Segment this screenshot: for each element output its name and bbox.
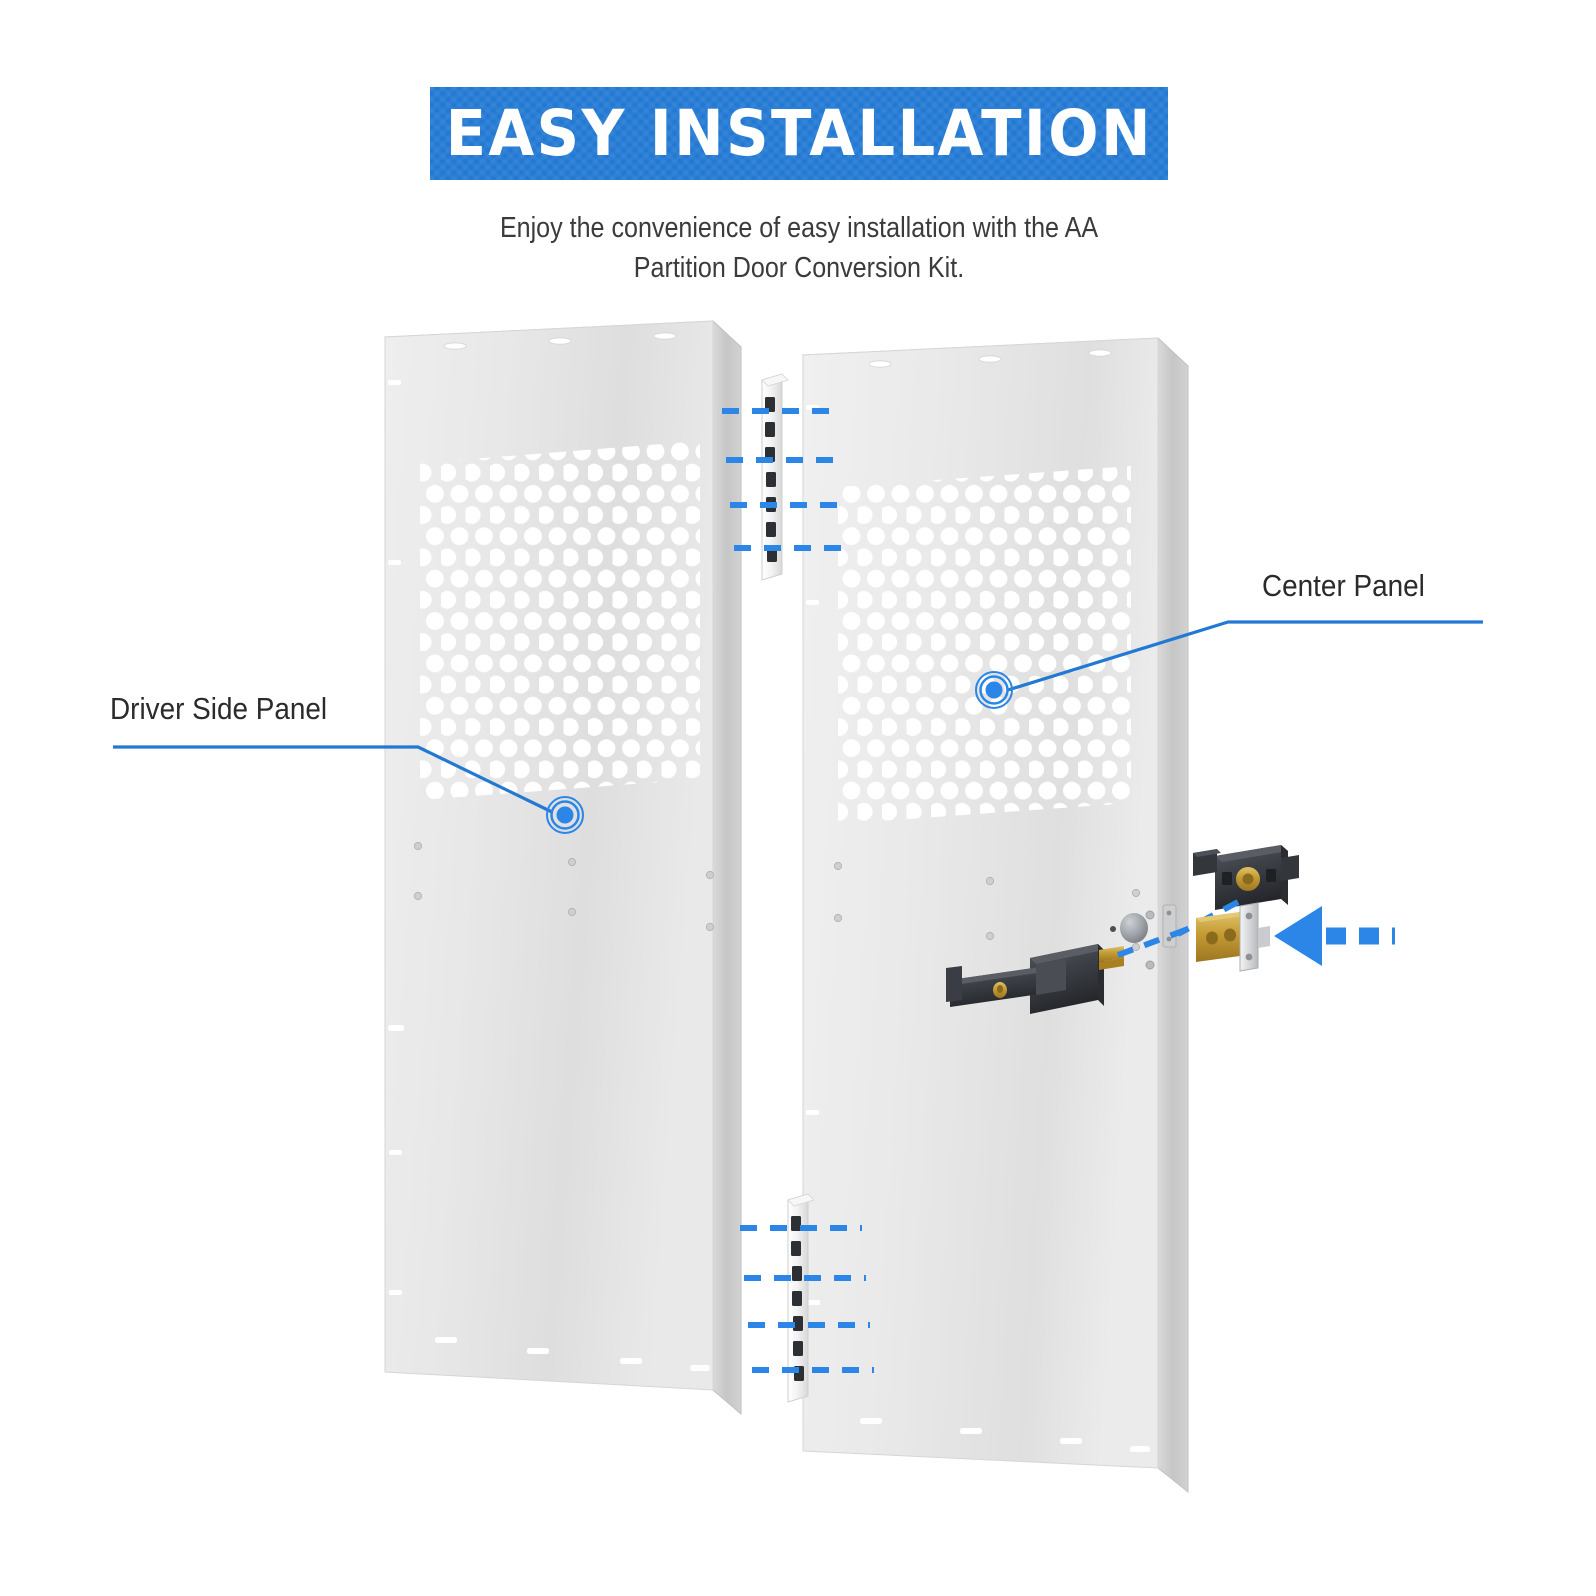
center-panel-edge-slots — [806, 405, 820, 1305]
upper-hinge-alignment-arrows — [722, 408, 848, 551]
latch-bolt — [1196, 902, 1270, 972]
upper-hinge — [761, 373, 789, 581]
callout-label-center-panel: Center Panel — [1262, 568, 1425, 603]
driver-side-panel-callout-leader — [113, 745, 553, 814]
lever-handle — [946, 944, 1124, 1014]
subtitle-text: Enjoy the convenience of easy installati… — [499, 212, 1099, 285]
page-title: EASY INSTALLATION — [445, 97, 1153, 170]
lower-hinge-alignment-arrows — [740, 1225, 874, 1373]
center-panel-perforations — [838, 466, 1131, 824]
center-panel-callout-leader — [1007, 620, 1483, 692]
center-panel-latch-pocket — [1162, 904, 1177, 948]
lower-hinge-knuckles — [791, 1216, 804, 1381]
center-panel-marker — [975, 671, 1013, 709]
driver-panel-perforations — [420, 441, 700, 800]
driver-panel-right-edge — [712, 319, 742, 1416]
driver-panel-top-slots — [443, 332, 677, 350]
center-panel-group — [801, 336, 1190, 1494]
callout-label-driver-side-panel: Driver Side Panel — [110, 691, 328, 726]
lock-body — [1193, 845, 1299, 910]
driver-panel-edge-slots — [388, 380, 404, 1295]
center-panel-screws — [833, 861, 1155, 970]
title-banner: EASY INSTALLATION — [430, 87, 1168, 180]
center-panel-bottom-slots — [860, 1418, 1150, 1452]
driver-panel-screws — [413, 841, 715, 932]
driver-panel-bottom-slots — [435, 1337, 710, 1371]
handle-alignment-arrow — [1116, 926, 1190, 958]
driver-side-panel-marker — [546, 796, 584, 834]
center-panel-spindle-hub — [1110, 913, 1148, 943]
latch-insertion-arrow — [1274, 906, 1395, 966]
center-panel-top-slots — [868, 349, 1112, 368]
lower-hinge — [787, 1193, 815, 1403]
driver-side-panel-group — [383, 319, 743, 1416]
